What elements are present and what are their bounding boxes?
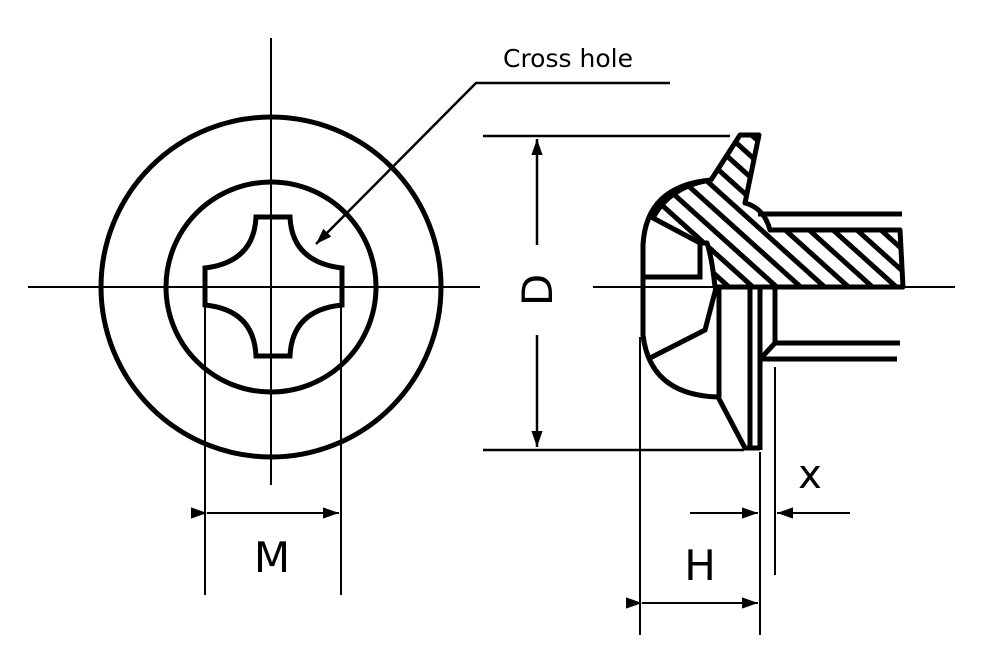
shank-lower-end <box>760 288 778 359</box>
outer-head-circle <box>98 114 444 460</box>
inner-head-circle <box>163 179 379 395</box>
d-label: D <box>513 274 562 306</box>
cross-hole-label: Cross hole <box>503 44 633 73</box>
side-view: D H x <box>483 132 955 635</box>
front-view: M <box>28 38 480 595</box>
hatched-section <box>650 132 906 290</box>
h-label: H <box>684 541 716 590</box>
cross-hole-shape <box>202 214 345 359</box>
m-label: M <box>254 533 290 582</box>
head-dome <box>640 177 760 451</box>
recess-upper <box>643 243 703 280</box>
leader-line <box>315 81 670 245</box>
recess-lower <box>648 287 719 361</box>
x-label: x <box>798 452 822 498</box>
cross-hole-callout: Cross hole <box>315 44 670 245</box>
